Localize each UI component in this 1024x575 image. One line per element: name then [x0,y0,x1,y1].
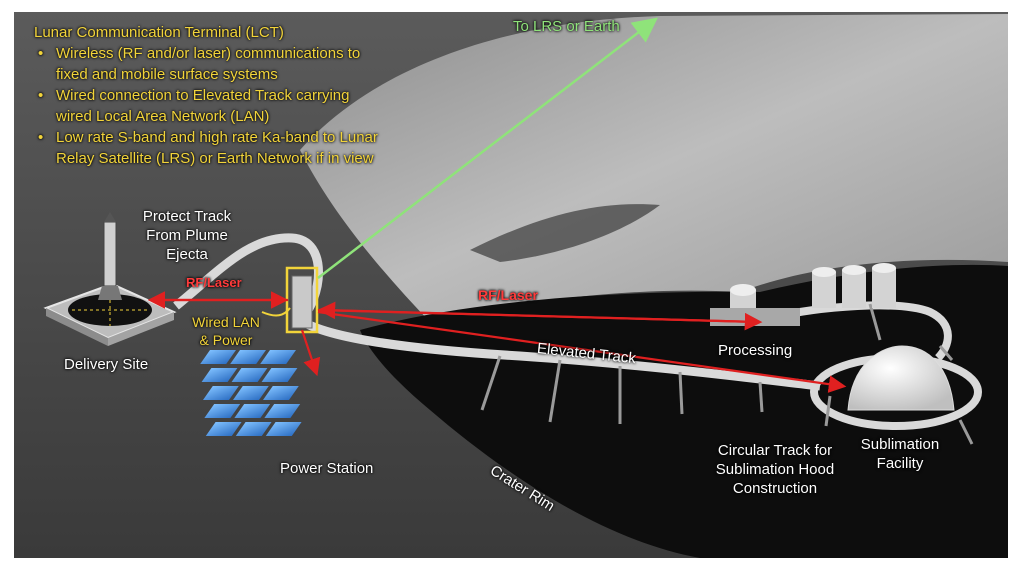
uplink-arrow [317,17,658,279]
wired-lan-line-2: & Power [199,331,253,348]
delivery-site-pad [43,212,177,346]
circular-line-1: Circular Track for [717,442,833,459]
circular-track-label: Circular Track for Sublimation Hood Cons… [700,442,850,498]
wired-lan-line-1: Wired LAN [192,314,260,330]
lander-icon [103,221,117,287]
crater-floor [360,264,1008,558]
crater-wall-shadow [470,204,660,262]
rf-laser-left-label: RF/Laser [186,275,242,290]
sublimation-line-2: Facility [876,454,924,472]
lct-terminal [285,266,319,334]
lct-bullet: Wired connection to Elevated Track carry… [34,85,378,127]
protect-track-label: Protect Track From Plume Ejecta [132,208,242,264]
elevated-track-spur [769,301,952,361]
to-lrs-label: To LRS or Earth [513,18,620,35]
sublimation-dome [847,345,955,411]
lct-bullets: Wireless (RF and/or laser) communication… [34,43,378,169]
protect-line-2: From Plume [146,226,228,244]
wired-lan-label: Wired LAN & Power [186,314,266,349]
sublimation-line-1: Sublimation [860,436,940,453]
rf-laser-right-label: RF/Laser [478,287,538,303]
track-supports [480,303,974,445]
wired-lan-link [261,307,291,317]
lct-bullet-line: wired Local Area Network (LAN) [56,108,270,125]
circular-line-2: Sublimation Hood [715,460,835,478]
lct-bullet-line: fixed and mobile surface systems [56,66,278,83]
circular-line-3: Construction [732,479,818,497]
elevated-track [173,233,821,391]
delivery-site-label: Delivery Site [64,356,149,373]
protect-line-1: Protect Track [142,208,232,225]
lct-bullet: Wireless (RF and/or laser) communication… [34,43,378,85]
lct-description: Lunar Communication Terminal (LCT) Wirel… [34,22,378,169]
crater-wall [300,14,1008,322]
processing-label: Processing [718,342,793,359]
power-station-label: Power Station [280,460,374,477]
rf-laser-links [147,291,847,393]
lct-bullet-line: Relay Satellite (LRS) or Earth Network i… [56,150,374,167]
sublimation-facility-label: Sublimation Facility [850,436,950,474]
lct-bullet-line: Wired connection to Elevated Track carry… [56,87,350,104]
solar-panel-array [200,350,302,436]
protect-line-3: Ejecta [166,245,208,263]
lct-title: Lunar Communication Terminal (LCT) [34,24,284,41]
lct-bullet: Low rate S-band and high rate Ka-band to… [34,127,378,169]
lct-bullet-line: Wireless (RF and/or laser) communication… [56,45,361,62]
lct-bullet-line: Low rate S-band and high rate Ka-band to… [56,129,378,146]
